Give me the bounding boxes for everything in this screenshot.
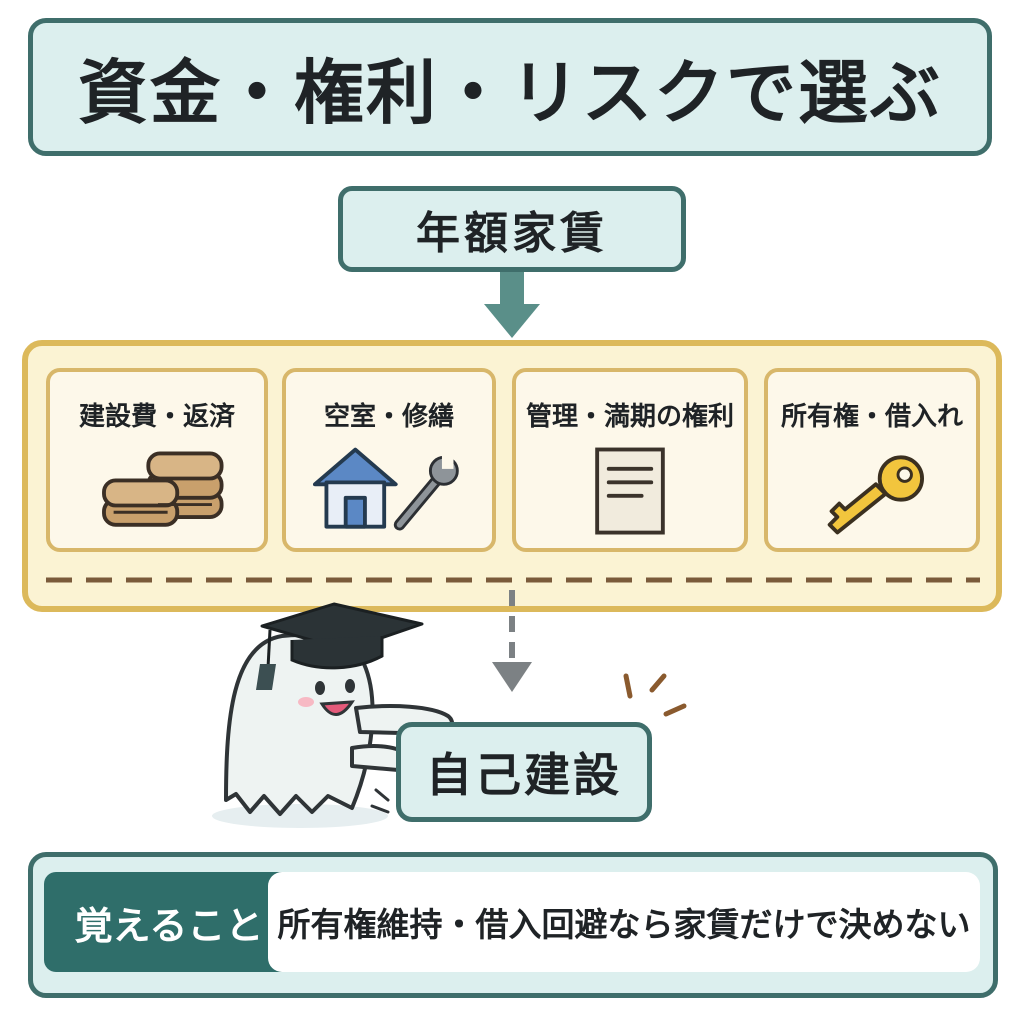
memo-label: 覚えること [74, 903, 264, 948]
factor-card-rights: 管理・満期の権利 [512, 368, 748, 552]
factor-label: 管理・満期の権利 [525, 402, 734, 432]
page-title: 資金・権利・リスクで選ぶ [78, 51, 942, 134]
key-icon [827, 455, 924, 535]
house-icon [312, 447, 398, 529]
factor-card-vacancy: 空室・修繕 [282, 368, 496, 552]
wrench-icon [393, 453, 459, 531]
annual-rent-label: 年額家賃 [416, 208, 608, 259]
factor-label: 所有権・借入れ [780, 402, 963, 432]
factor-label: 建設費・返済 [78, 402, 235, 432]
memo-message-box: 所有権維持・借入回避なら家賃だけで決めない [268, 872, 980, 972]
memo-message: 所有権維持・借入回避なら家賃だけで決めない [277, 905, 971, 944]
self-build-label: 自己建設 [426, 748, 622, 802]
factor-card-ownership: 所有権・借入れ [764, 368, 980, 552]
factor-label: 空室・修繕 [323, 402, 454, 432]
title-box: 資金・権利・リスクで選ぶ [28, 18, 992, 156]
annual-rent-box: 年額家賃 [338, 186, 686, 272]
graduation-cap-icon [256, 602, 424, 690]
document-icon [595, 447, 665, 535]
down-arrow-icon [484, 272, 540, 338]
memo-label-box: 覚えること [44, 872, 294, 972]
coins-icon [102, 451, 224, 527]
emphasis-marks-icon [623, 673, 687, 717]
house-wrench-icon [312, 447, 459, 531]
factor-card-cost: 建設費・返済 [46, 368, 268, 552]
self-build-box: 自己建設 [396, 722, 652, 822]
